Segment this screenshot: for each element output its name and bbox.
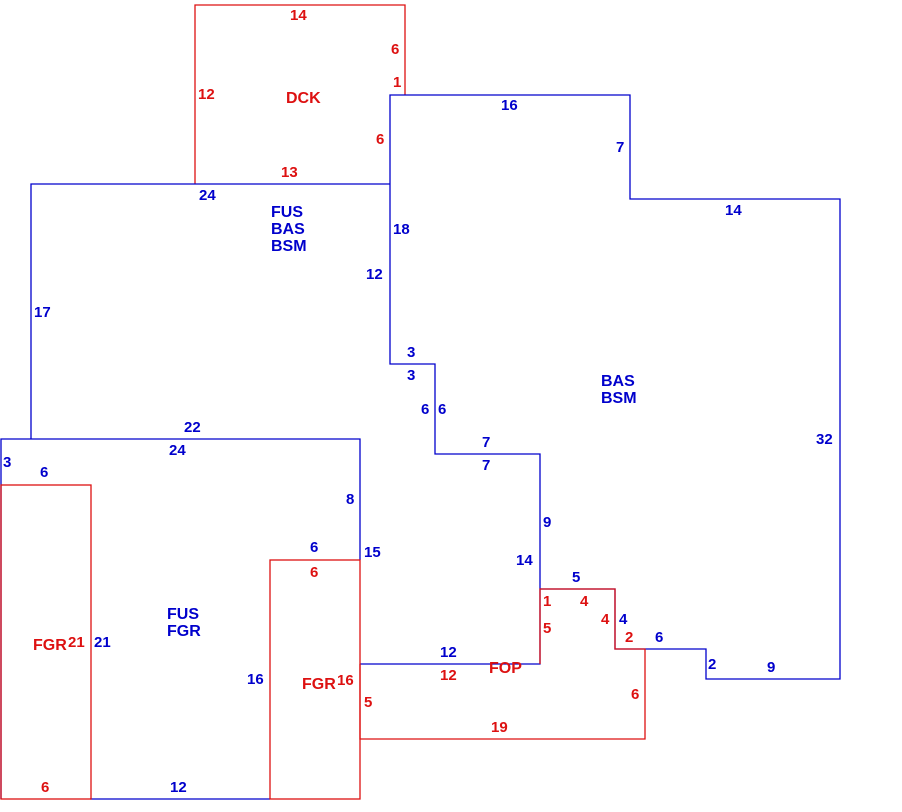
fus-upper-boundary [30, 183, 390, 439]
dimension-label: 12 [440, 644, 457, 661]
area-label-bas-right-1: BAS [601, 373, 635, 390]
dimension-label: 12 [440, 667, 457, 684]
dck-boundary [194, 4, 406, 184]
fgr-left-outline [0, 484, 92, 800]
dimension-label: 16 [337, 672, 354, 689]
area-label-dck: DCK [286, 90, 321, 107]
dimension-label: 6 [40, 464, 48, 481]
dimension-label: 6 [655, 629, 663, 646]
area-label-fus-upper-3: BSM [271, 238, 307, 255]
dimension-label: 14 [290, 7, 307, 24]
dimension-label: 8 [346, 491, 354, 508]
dimension-label: 7 [616, 139, 624, 156]
dimension-label: 14 [725, 202, 742, 219]
interior-step-wall [360, 184, 541, 665]
dimension-label: 16 [247, 671, 264, 688]
dimension-label: 32 [816, 431, 833, 448]
dimension-label: 9 [767, 659, 775, 676]
dimension-label: 6 [391, 41, 399, 58]
dimension-label: 5 [572, 569, 580, 586]
dimension-label: 9 [543, 514, 551, 531]
dimension-label: 24 [169, 442, 186, 459]
area-label-fgr-mid: FGR [302, 676, 336, 693]
dimension-label: 1 [393, 74, 401, 91]
dimension-label: 13 [281, 164, 298, 181]
area-label-fus-upper-2: BAS [271, 221, 305, 238]
red-dimension-labels: 14 6 1 12 6 13 1 4 4 5 2 6 19 12 5 6 16 … [41, 7, 639, 796]
dimension-label: 6 [41, 779, 49, 796]
dimension-label: 24 [199, 187, 216, 204]
area-label-fop: FOP [489, 660, 522, 677]
area-label-fus-lower-2: FGR [167, 623, 201, 640]
dimension-label: 15 [364, 544, 381, 561]
dimension-label: 22 [184, 419, 201, 436]
dimension-label: 16 [501, 97, 518, 114]
dimension-label: 14 [516, 552, 533, 569]
dimension-label: 5 [364, 694, 372, 711]
dimension-label: 21 [68, 634, 85, 651]
dimension-label: 2 [708, 656, 716, 673]
dimension-label: 21 [94, 634, 111, 651]
fus-upper-outline [30, 94, 841, 680]
dimension-label: 6 [438, 401, 446, 418]
dimension-label: 12 [198, 86, 215, 103]
dimension-label: 3 [3, 454, 11, 471]
area-label-fus-upper-1: FUS [271, 204, 303, 221]
blue-dimension-labels: 16 7 14 32 9 2 6 4 5 9 14 7 7 6 6 3 3 12… [3, 97, 833, 796]
dimension-label: 4 [619, 611, 628, 628]
dimension-label: 6 [421, 401, 429, 418]
dimension-label: 7 [482, 434, 490, 451]
dimension-label: 6 [310, 539, 318, 556]
dimension-label: 5 [543, 620, 551, 637]
dimension-label: 7 [482, 457, 490, 474]
dimension-label: 4 [580, 593, 589, 610]
area-label-bas-right-2: BSM [601, 390, 637, 407]
dimension-label: 3 [407, 367, 415, 384]
dimension-label: 6 [631, 686, 639, 703]
area-label-fgr-left: FGR [33, 637, 67, 654]
area-label-fus-lower-1: FUS [167, 606, 199, 623]
dimension-label: 6 [376, 131, 384, 148]
dimension-label: 1 [543, 593, 551, 610]
dimension-label: 12 [170, 779, 187, 796]
area-labels: DCK FUS BAS BSM BAS BSM FUS FGR FGR FGR … [33, 90, 637, 693]
dimension-label: 3 [407, 344, 415, 361]
dimension-label: 19 [491, 719, 508, 736]
fop-boundary [359, 588, 646, 740]
dimension-label: 2 [625, 629, 633, 646]
dimension-label: 6 [310, 564, 318, 581]
dimension-label: 18 [393, 221, 410, 238]
dimension-label: 17 [34, 304, 51, 321]
fop-outline [359, 588, 646, 740]
dimension-label: 12 [366, 266, 383, 283]
dck-outline [194, 4, 406, 184]
dimension-label: 4 [601, 611, 610, 628]
